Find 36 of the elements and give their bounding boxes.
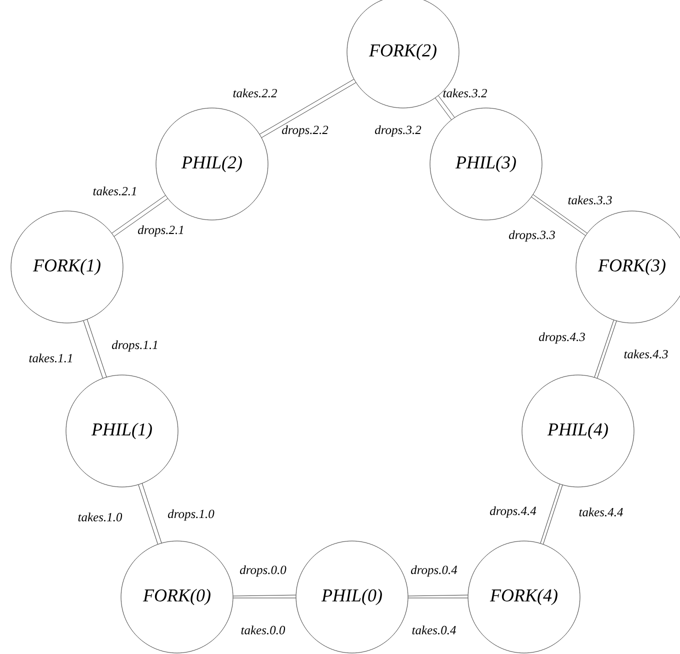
connector-line [86,319,107,378]
edge-label: takes.1.0 [78,512,122,522]
edge-label: takes.3.3 [568,196,612,204]
connector-line [138,484,158,544]
edge-label: drops.0.4 [411,565,458,577]
edge-label: drops.3.3 [509,230,555,242]
edge-label: drops.2.2 [282,125,328,137]
edge-label: takes.2.2 [233,88,277,98]
edge-label: takes.4.4 [579,508,623,516]
edge-label: takes.0.4 [412,626,456,634]
edge-label: drops.4.4 [490,506,536,518]
edge-label: drops.1.1 [112,340,158,352]
circle-node: PHIL(1) [66,374,178,488]
edge-label: takes.0.0 [241,626,286,634]
edge-label: takes.4.3 [624,350,668,358]
edge-label: drops.0.0 [240,565,286,577]
circle-node: PHIL(4) [522,374,634,488]
edge-label: drops.3.2 [375,125,422,137]
edge-label: drops.2.1 [138,225,184,237]
circle-node: PHIL(2) [156,108,268,220]
edge-label: takes.3.2 [443,88,487,98]
connector-line [438,95,455,118]
edge-label: takes.2.1 [93,186,136,196]
edge-label: drops.4.3 [539,332,585,344]
circle-node: FORK(1) [10,210,124,324]
circle-node: FORK(0) [120,540,234,654]
circle-node: FORK(4) [468,540,580,654]
connector-line [435,98,452,120]
circle-node: PHIL(3) [430,108,542,220]
edge-label: takes.1.1 [29,354,72,362]
circle-node: PHIL(0) [296,540,408,654]
connector-line [233,594,296,596]
connector-line [83,320,103,378]
edge-label: drops.1.0 [168,509,214,521]
connector-line [142,483,162,544]
connector-line [408,594,468,596]
